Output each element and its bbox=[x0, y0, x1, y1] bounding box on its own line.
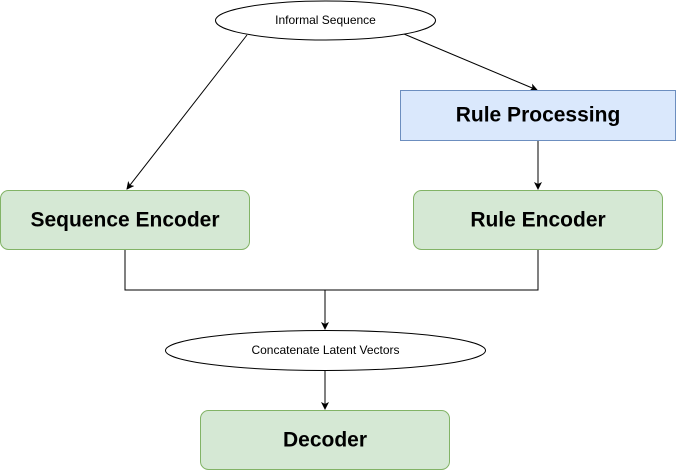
edge-informal-to-rule-processing bbox=[403, 33, 538, 91]
edge-rule-encoder-to-merge bbox=[325, 250, 539, 291]
rule-encoder-label: Rule Encoder bbox=[470, 209, 605, 232]
informal-sequence-node: Informal Sequence bbox=[215, 0, 436, 41]
sequence-encoder-label: Sequence Encoder bbox=[30, 209, 219, 232]
rule-encoder-node: Rule Encoder bbox=[413, 190, 663, 250]
sequence-encoder-node: Sequence Encoder bbox=[0, 190, 250, 250]
edge-sequence-encoder-to-merge bbox=[124, 250, 325, 291]
informal-sequence-label: Informal Sequence bbox=[275, 13, 376, 27]
rule-encoder-box bbox=[413, 190, 663, 250]
concatenate-label: Concatenate Latent Vectors bbox=[251, 343, 399, 357]
rule-processing-box bbox=[400, 90, 676, 141]
rule-processing-label: Rule Processing bbox=[456, 104, 621, 127]
decoder-label: Decoder bbox=[283, 429, 367, 452]
rule-processing-node: Rule Processing bbox=[400, 90, 676, 141]
informal-sequence-ellipse bbox=[215, 0, 436, 41]
edge-informal-to-sequence-encoder bbox=[126, 34, 248, 190]
decoder-box bbox=[200, 410, 450, 470]
sequence-encoder-box bbox=[0, 190, 250, 250]
concatenate-ellipse bbox=[165, 330, 486, 371]
decoder-node: Decoder bbox=[200, 410, 450, 470]
concatenate-node: Concatenate Latent Vectors bbox=[165, 330, 486, 371]
